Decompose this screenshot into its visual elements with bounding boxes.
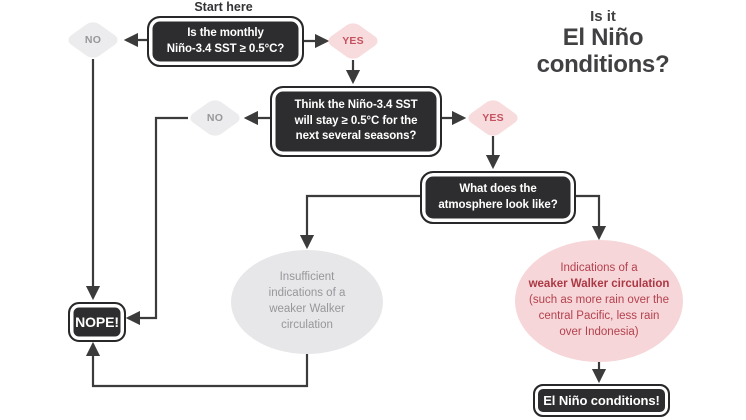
outcome-line-3: (such as more rain over the central Paci… <box>529 294 669 338</box>
outcome-weaker-walker: Indications of a weaker Walker circulati… <box>515 240 683 362</box>
page-title: Is it El Niño conditions? <box>498 8 708 79</box>
outcome-line-2: weaker Walker circulation <box>528 278 670 291</box>
no-label: NO <box>206 112 224 124</box>
no-diamond-1: NO <box>64 19 122 61</box>
question-box-monthly-sst: Is the monthly Niño-3.4 SST ≥ 0.5°C? <box>147 16 304 67</box>
yes-label: YES <box>482 112 504 124</box>
page-title-main: El Niño conditions? <box>536 24 670 78</box>
no-label: NO <box>84 34 102 46</box>
outcome-insufficient-indications: Insufficient indications of a weaker Wal… <box>231 250 383 354</box>
yes-label: YES <box>342 35 364 47</box>
yes-diamond-2: YES <box>464 97 522 139</box>
terminal-el-nino-box: El Niño conditions! <box>533 384 670 417</box>
question-box-atmosphere: What does the atmosphere look like? <box>420 171 576 224</box>
start-here-label: Start here <box>194 0 253 14</box>
yes-diamond-1: YES <box>324 20 382 62</box>
question-box-sst-persistence: Think the Niño-3.4 SST will stay ≥ 0.5°C… <box>270 86 442 157</box>
page-title-pre: Is it <box>590 8 616 25</box>
terminal-nope-box: NOPE! <box>68 302 126 342</box>
no-diamond-2: NO <box>186 97 244 139</box>
outcome-line-1: Indications of a <box>560 262 638 275</box>
